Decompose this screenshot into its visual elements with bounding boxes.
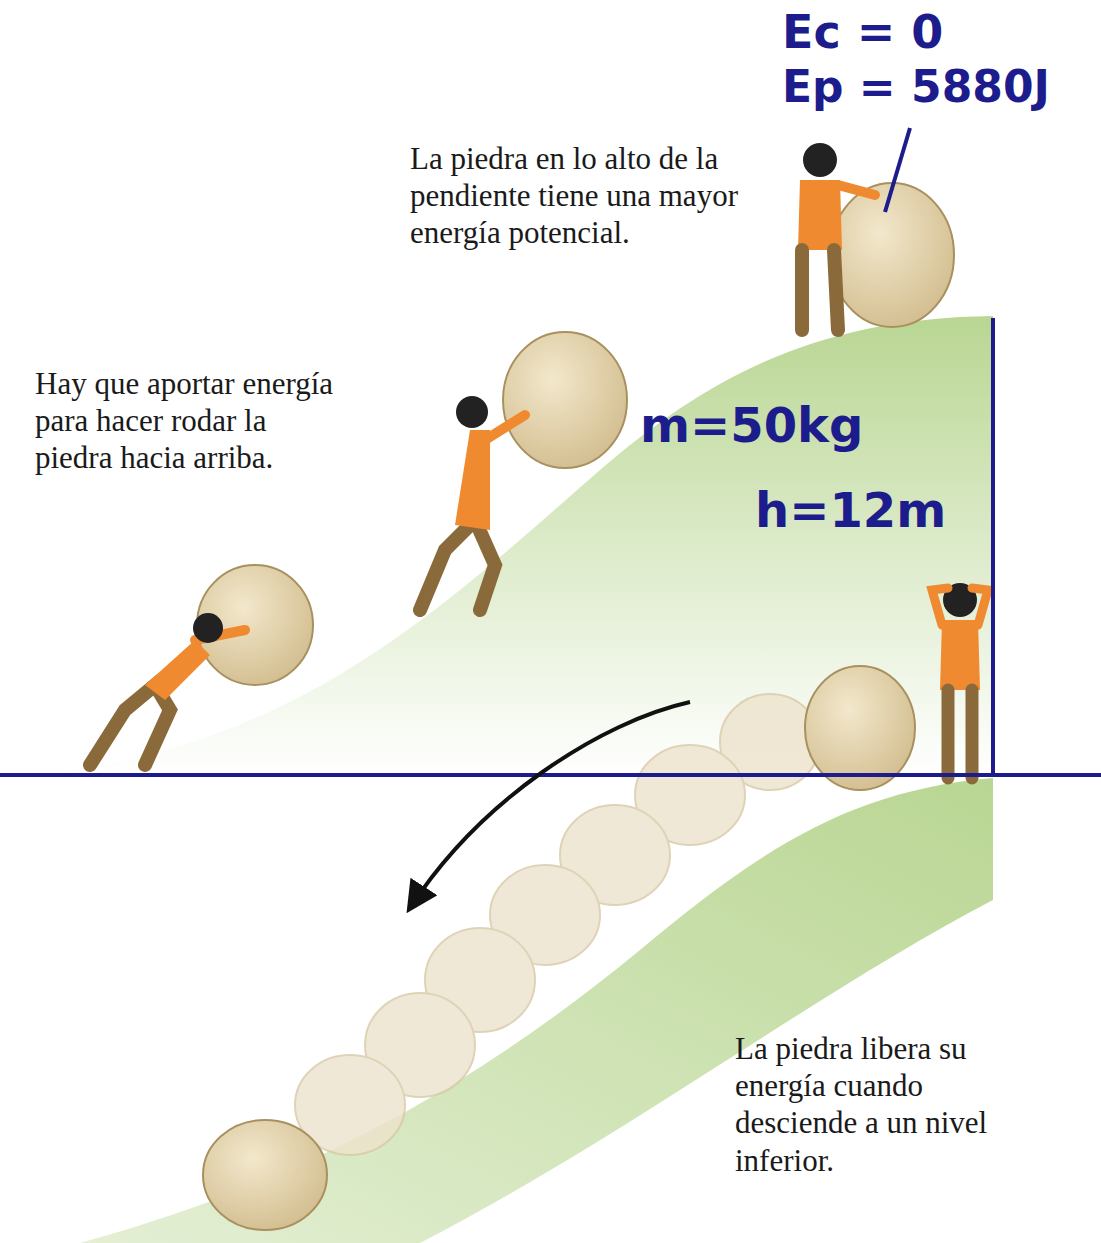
note-text: La piedra en lo alto de la pendiente tie… — [410, 140, 760, 252]
note-text: La piedra libera su energía cuando desci… — [735, 1030, 1045, 1179]
mass-value: m=50kg — [640, 398, 863, 453]
height-value: h=12m — [755, 483, 946, 538]
note-text: Hay que aportar energía para hacer rodar… — [35, 365, 345, 477]
ground-line — [0, 773, 1101, 777]
leader-line — [885, 128, 910, 212]
height-line — [991, 318, 995, 775]
lower-hill — [80, 778, 993, 1243]
kinetic-energy: Ec = 0 — [782, 6, 943, 59]
potential-energy: Ep = 5880J — [782, 62, 1050, 113]
motion-arrow — [410, 702, 690, 908]
